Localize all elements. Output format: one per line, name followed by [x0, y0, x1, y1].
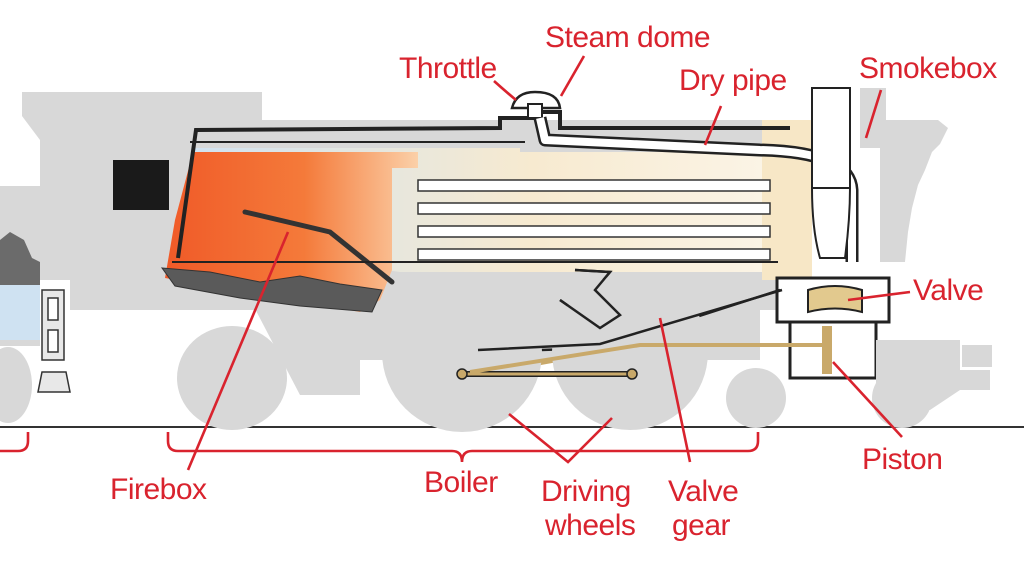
label-throttle: Throttle	[399, 52, 497, 85]
tender-bracket	[0, 432, 30, 453]
cab-window	[113, 160, 169, 210]
label-boiler: Boiler	[424, 466, 498, 499]
boiler-bracket	[166, 432, 760, 463]
label-driving-wheels-2: wheels	[544, 509, 635, 542]
firebox-leader	[186, 231, 290, 471]
dry-pipe-leader	[703, 105, 723, 146]
label-dry-pipe: Dry pipe	[679, 64, 787, 97]
label-piston: Piston	[862, 443, 942, 476]
label-driving-wheels-1: Driving	[541, 475, 631, 508]
throttle-leader	[493, 80, 517, 101]
valve-leader	[847, 290, 911, 302]
pony-wheel	[726, 368, 786, 428]
fire-tubes	[417, 179, 771, 261]
label-valve-gear-2: gear	[672, 509, 731, 542]
label-valve-gear-1: Valve	[668, 475, 738, 508]
label-firebox: Firebox	[110, 473, 207, 506]
leading-wheel	[872, 368, 932, 428]
label-steam-dome: Steam dome	[545, 21, 710, 54]
wheels	[177, 272, 932, 432]
valve-gear-leader	[658, 317, 692, 463]
firebox-fire	[165, 152, 418, 312]
piston-leader	[832, 361, 903, 438]
driving-wheels-leader	[508, 412, 613, 464]
driving-wheel-rear	[552, 274, 708, 430]
cab	[22, 92, 262, 300]
driving-wheel-front	[382, 272, 542, 432]
tender	[0, 186, 71, 423]
smokestack	[810, 87, 886, 259]
coal-bed	[160, 267, 383, 313]
side-rods	[456, 268, 826, 380]
smokebox-leader	[864, 89, 883, 139]
steam-dome-leader	[559, 55, 586, 97]
trailing-wheel	[177, 326, 287, 430]
smokebox-front	[880, 120, 948, 262]
label-valve: Valve	[913, 274, 983, 307]
steam-dome	[510, 90, 562, 119]
label-smokebox: Smokebox	[859, 52, 997, 85]
